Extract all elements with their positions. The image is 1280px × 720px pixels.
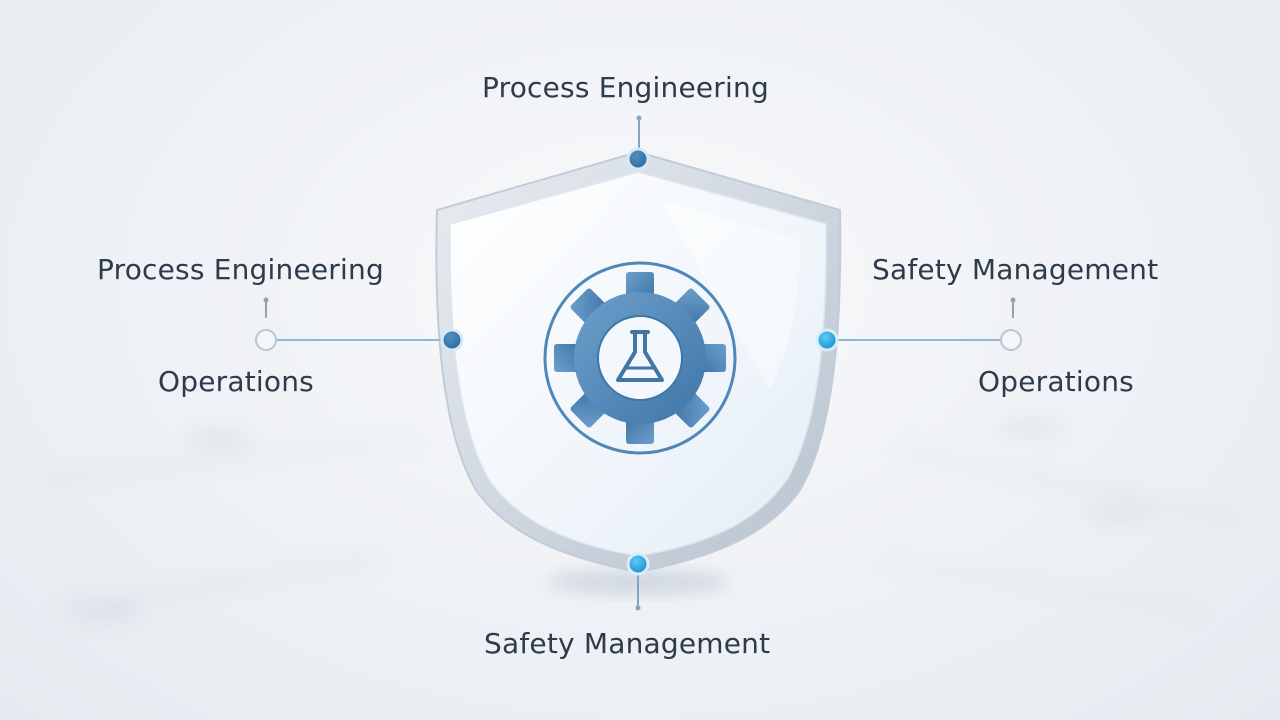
left-connector [255, 297, 464, 352]
label-right-safety-management: Safety Management [872, 253, 1159, 286]
top-connector [626, 115, 650, 171]
label-right-operations: Operations [978, 365, 1134, 398]
label-top-process-engineering: Process Engineering [482, 71, 769, 104]
label-bottom-safety-management: Safety Management [484, 627, 771, 660]
label-left-process-engineering: Process Engineering [97, 253, 384, 286]
gear-with-flask-icon [543, 261, 737, 455]
right-connector [815, 297, 1022, 352]
bottom-connector [626, 552, 650, 611]
label-left-operations: Operations [158, 365, 314, 398]
shield-highlight [660, 200, 800, 390]
flask-icon [616, 330, 664, 382]
